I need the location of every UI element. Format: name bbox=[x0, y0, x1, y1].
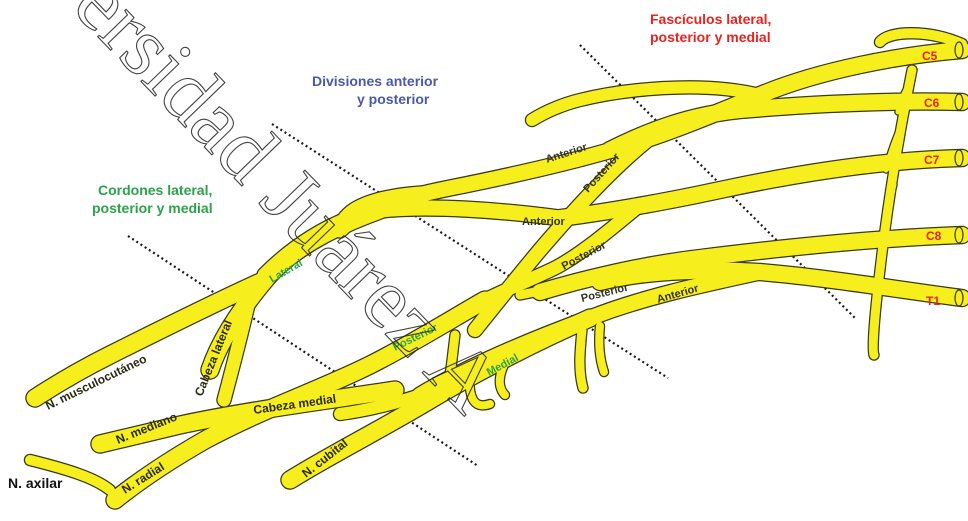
divisiones-title-line2: y posterior bbox=[357, 91, 430, 107]
root-c5-loop-nerve bbox=[880, 33, 962, 44]
root-labels: C5 C6 C7 C8 T1 bbox=[922, 49, 942, 308]
root-label-c7: C7 bbox=[924, 153, 940, 167]
root-cut-end-4 bbox=[955, 227, 963, 243]
head-labels: Cabeza lateral Cabeza medial bbox=[192, 318, 337, 417]
root-label-c6: C6 bbox=[924, 96, 940, 110]
root-label-c8: C8 bbox=[926, 229, 942, 243]
division-middle-anterior-label: Anterior bbox=[522, 216, 566, 228]
root-label-t1: T1 bbox=[926, 294, 940, 308]
root-label-c5: C5 bbox=[922, 49, 938, 63]
medial-branch-1-nerve bbox=[580, 330, 583, 388]
fasciculos-title-line2: posterior y medial bbox=[650, 29, 771, 45]
medial-branch-2-nerve bbox=[599, 326, 604, 372]
divisiones-title-line1: Divisiones anterior bbox=[312, 73, 439, 89]
root-cut-end-5 bbox=[955, 290, 963, 306]
fasciculos-title-line1: Fascículos lateral, bbox=[650, 11, 771, 27]
cordones-title-line1: Cordones lateral, bbox=[98, 182, 212, 198]
root-cut-end-2 bbox=[955, 94, 963, 110]
root-cut-end-1 bbox=[955, 42, 963, 58]
axillary-nerve-label: N. axilar bbox=[8, 475, 63, 491]
cordones-title-line2: posterior y medial bbox=[92, 200, 213, 216]
root-cut-end-3 bbox=[955, 150, 963, 166]
